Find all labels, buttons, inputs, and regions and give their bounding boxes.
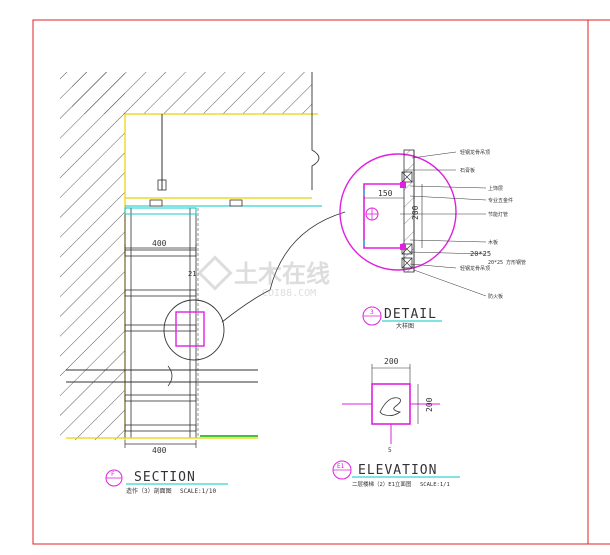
- detail-id: 3: [370, 309, 374, 316]
- elevation-title-block: E1 ELEVATION 二层楼梯（2）E1立面图 SCALE:1/1: [332, 460, 460, 488]
- section-dim-bottom: 400: [152, 446, 167, 455]
- section-view: 400 21 400: [60, 72, 346, 455]
- screen-left-post: [124, 207, 132, 439]
- watermark-url: COI88.COM: [262, 288, 316, 299]
- elevation-scale: SCALE:1/1: [420, 482, 450, 488]
- detail-title: DETAIL: [384, 307, 437, 322]
- detail-dim-height: 200: [411, 205, 420, 220]
- detail-callout-6: 木板: [488, 239, 498, 246]
- detail-callout-5: 节能灯管: [488, 211, 508, 218]
- elevation-box: [371, 383, 411, 425]
- detail-callout-8: 轻钢龙骨吊顶: [460, 265, 490, 272]
- detail-callout-1: 轻钢龙骨吊顶: [460, 149, 490, 156]
- section-detail-circle: [163, 299, 225, 361]
- section-id: F: [111, 471, 115, 478]
- detail-callout-2: 石膏板: [460, 167, 475, 174]
- elevation-dim-bottom: 5: [388, 447, 392, 454]
- screen-right-post: [189, 207, 197, 439]
- watermark: 土木在线 COI88.COM: [197, 255, 330, 299]
- detail-view: 150 200 20*25 轻钢龙骨吊顶 石膏板 上饰层 专业五金件 节能灯管 …: [339, 149, 526, 300]
- elevation-title: ELEVATION: [358, 463, 437, 478]
- wall-hatch: [60, 72, 125, 440]
- detail-callout-4: 专业五金件: [488, 197, 513, 204]
- elevation-ornament: [379, 397, 401, 416]
- detail-dim-width: 150: [378, 189, 393, 198]
- detail-subtitle: 大样图: [396, 322, 414, 330]
- elevation-dim-height: 200: [425, 397, 434, 412]
- watermark-text: 土木在线: [234, 260, 330, 288]
- section-magenta-box: [175, 311, 205, 347]
- detail-title-block: 3 DETAIL 大样图: [362, 306, 442, 330]
- detail-callout-9: 防火板: [488, 293, 503, 300]
- section-dim-side: 21: [188, 270, 196, 278]
- elevation-dim-width: 200: [384, 357, 399, 366]
- detail-callout-7: 20*25 方形钢管: [488, 259, 526, 266]
- detail-circle: [339, 153, 457, 271]
- elevation-id: E1: [337, 463, 345, 470]
- elevation-subtitle: 二层楼梯（2）E1立面图: [352, 480, 412, 488]
- section-dim-top: 400: [152, 239, 167, 248]
- section-subtitle: 造作（3）剖面图: [126, 487, 172, 495]
- elevation-view: 200 200 5: [342, 357, 440, 454]
- watermark-logo: 土木在线 COI88.COM: [197, 255, 330, 299]
- detail-callout-3: 上饰层: [488, 185, 503, 192]
- section-scale: SCALE:1/10: [180, 488, 217, 495]
- detail-channel: [363, 183, 404, 249]
- section-title: SECTION: [134, 470, 196, 485]
- section-title-block: F SECTION 造作（3）剖面图 SCALE:1/10: [105, 469, 228, 495]
